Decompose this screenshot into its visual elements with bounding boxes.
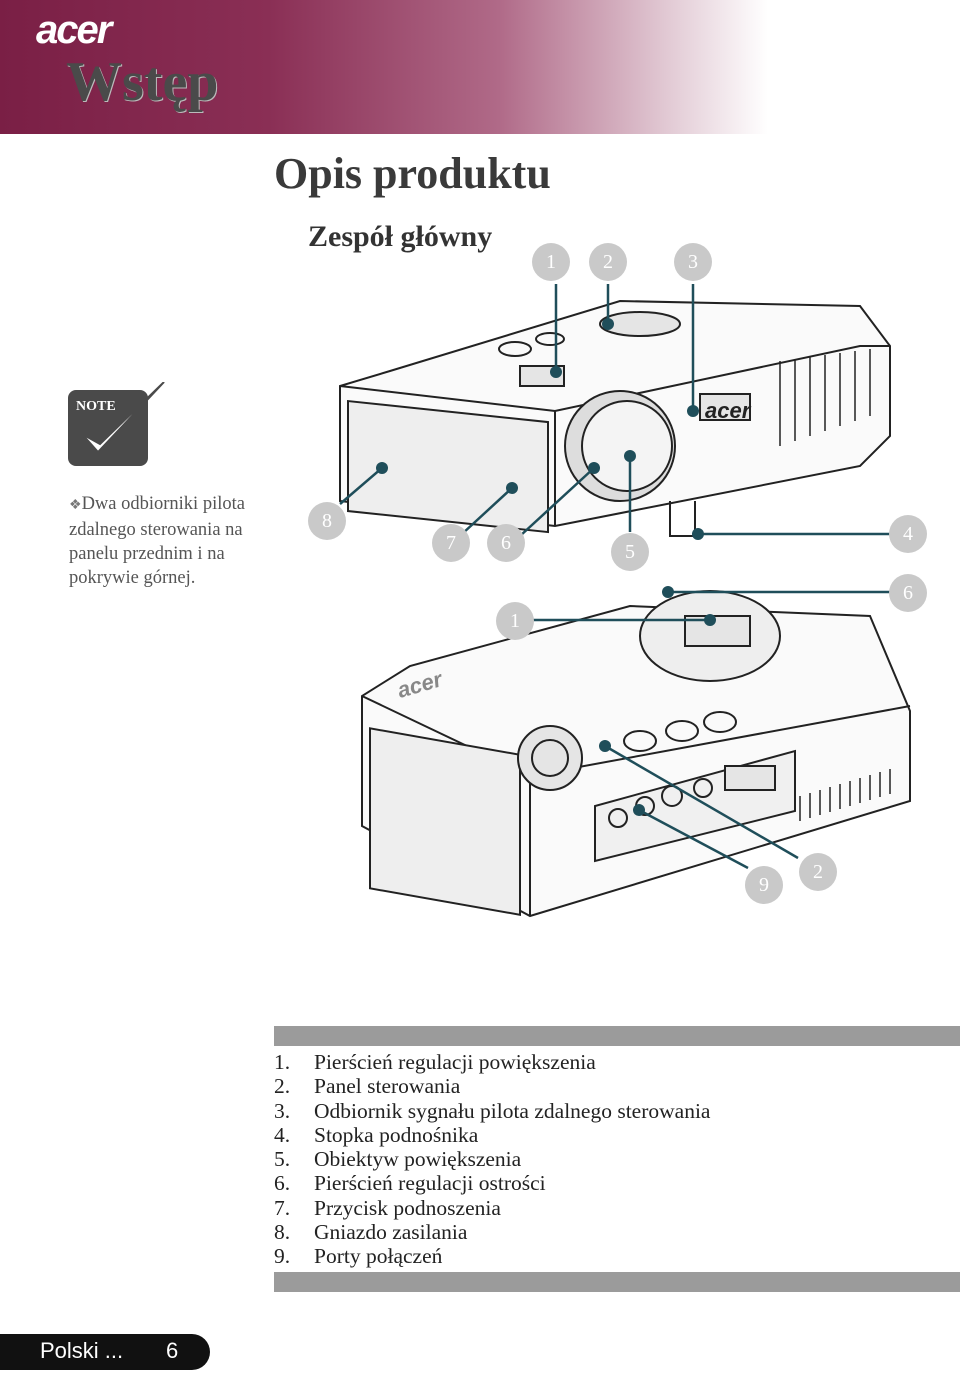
header-banner: acer Wstęp (0, 0, 960, 134)
diamond-bullet-icon: ❖ (69, 498, 82, 513)
note-icon: NOTE (68, 381, 168, 468)
callout-5: 5 (611, 533, 649, 571)
callout-2-rear: 2 (799, 853, 837, 891)
language-label: Polski ... (40, 1338, 124, 1363)
projector-illustration: acer acer (339, 284, 911, 918)
callout-2-top: 2 (589, 243, 627, 281)
section-title: Wstęp (66, 51, 219, 113)
page-title: Opis produktu (274, 149, 551, 198)
callout-8: 8 (308, 502, 346, 540)
subsection-title: Zespół główny (308, 220, 493, 253)
list-top-rule (274, 1026, 960, 1046)
brand-mark-front: acer (705, 398, 752, 423)
callout-7: 7 (432, 524, 470, 562)
note-body: Dwa odbiorniki pilota zdalnego sterowani… (69, 494, 245, 588)
projector-diagram: acer acer (300, 236, 960, 936)
callout-6-front: 6 (487, 524, 525, 562)
list-item: 7.Przycisk podnoszenia (274, 1195, 501, 1220)
note-label: NOTE (76, 399, 116, 414)
page-number: 6 (166, 1338, 179, 1363)
callout-4: 4 (889, 515, 927, 553)
callout-1-rear: 1 (496, 602, 534, 640)
list-item: 6.Pierścień regulacji ostrości (274, 1171, 546, 1196)
list-item: 3.Odbiornik sygnału pilota zdalnego ster… (274, 1098, 711, 1123)
list-item: 2.Panel sterowania (274, 1074, 461, 1099)
callout-3: 3 (674, 243, 712, 281)
list-item: 1.Pierścień regulacji powiększenia (274, 1050, 596, 1074)
note-text: ❖Dwa odbiorniki pilota zdalnego sterowan… (69, 492, 289, 590)
list-bottom-rule (274, 1272, 960, 1292)
parts-list: 1.Pierścień regulacji powiększenia 2.Pan… (274, 1050, 710, 1269)
callout-9: 9 (745, 866, 783, 904)
page-footer: Polski ... 6 (0, 1334, 210, 1370)
acer-logo: acer (36, 8, 112, 52)
callout-6-rear: 6 (889, 574, 927, 612)
list-item: 4.Stopka podnośnika (274, 1122, 479, 1147)
list-item: 8.Gniazdo zasilania (274, 1220, 468, 1245)
list-item: 5.Obiektyw powiększenia (274, 1147, 522, 1172)
callout-1-top: 1 (532, 243, 570, 281)
list-item: 9.Porty połączeń (274, 1244, 443, 1269)
